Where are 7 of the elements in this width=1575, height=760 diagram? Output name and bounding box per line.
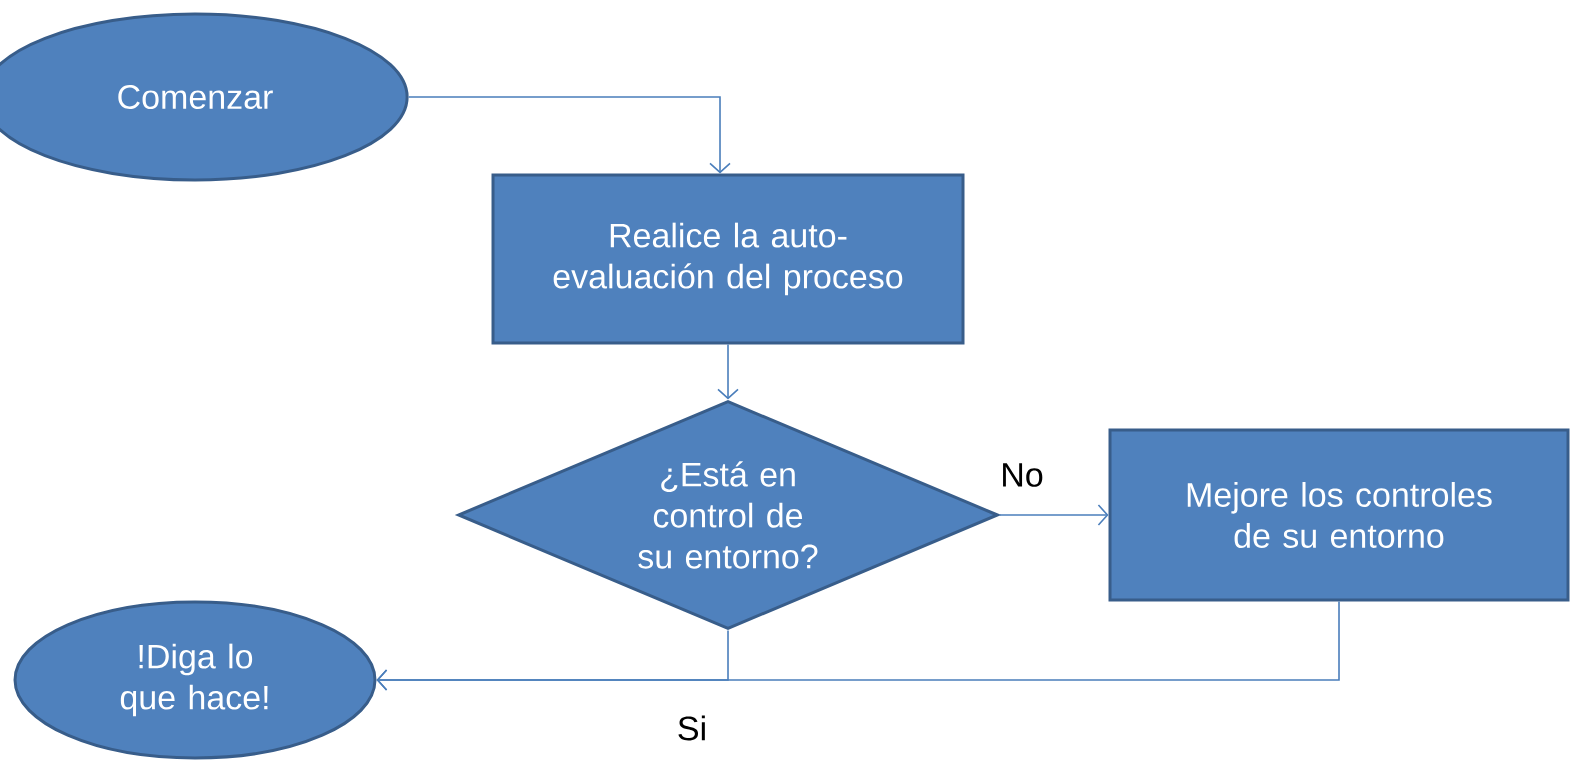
arrow bbox=[407, 96, 731, 174]
process-box: Mejore los controles de su entorno bbox=[1108, 428, 1570, 602]
process-box: Realice la auto-evaluación del proceso bbox=[491, 173, 965, 345]
arrow bbox=[998, 504, 1109, 526]
edge-label: Si bbox=[674, 713, 710, 743]
arrow bbox=[717, 343, 739, 400]
arrow bbox=[376, 600, 1340, 691]
